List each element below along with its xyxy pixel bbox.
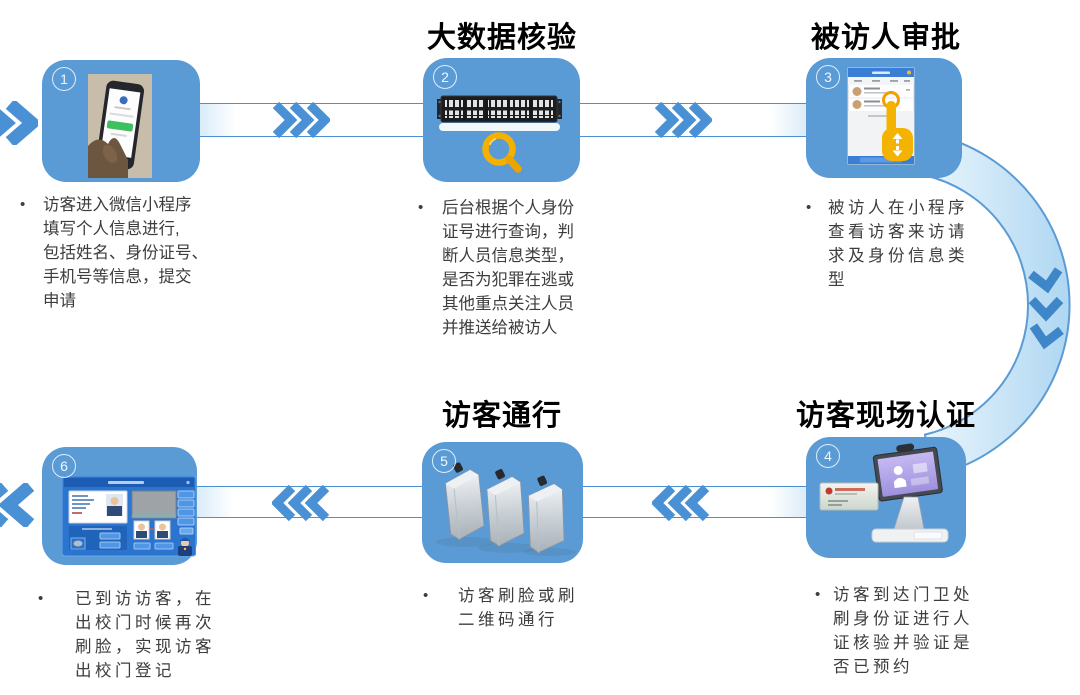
step1-number-badge: 1 [52, 67, 76, 91]
step1-card: 1 [42, 60, 200, 182]
step1-bullet: • [20, 196, 26, 213]
right-button-column [177, 490, 195, 535]
arrow-step1-step2-icon [272, 102, 330, 138]
network-switch-image [437, 95, 562, 173]
step5-description: 访客刷脸或刷二维码通行 [458, 587, 578, 629]
step5-title: 访客通行 [441, 400, 562, 432]
step5-card: 5 [422, 442, 583, 563]
step4-title: 访客现场认证 [795, 400, 976, 432]
face-thumbnails [133, 520, 171, 540]
step3-description: 被访人在小程序查看访客来访请求及身份信息类型 [828, 199, 968, 289]
step3-number-badge: 3 [816, 65, 840, 89]
police-mascot-icon [178, 538, 192, 556]
tap-hand-icon [882, 101, 913, 161]
id-card-image [819, 482, 879, 511]
camera-feed [131, 490, 177, 519]
step6-number-badge: 6 [52, 454, 76, 478]
edge-arrow-out-icon [0, 483, 35, 527]
step5-bullet: • [423, 587, 429, 604]
arrow-step2-step3-icon [654, 102, 712, 138]
arc-chevrons-down-icon [1028, 267, 1064, 350]
gate-3 [528, 475, 565, 553]
step4-card: 4 [806, 437, 966, 558]
step4-bullet: • [815, 586, 821, 603]
step4-number-badge: 4 [816, 444, 840, 468]
gate-2 [486, 469, 525, 547]
approval-app-screenshot [847, 67, 915, 165]
face-compare-screen-image [62, 476, 196, 557]
arrow-step4-step5-icon [652, 485, 710, 521]
step2-title: 大数据核验 [426, 22, 577, 54]
gate-1 [445, 462, 485, 540]
edge-arrow-in-icon [0, 101, 38, 145]
step3-card: 3 [806, 58, 962, 178]
step3-bullet: • [806, 199, 812, 216]
step2-card: 2 [423, 58, 580, 182]
step3-title: 被访人审批 [810, 22, 961, 54]
verification-terminal-image [819, 443, 949, 543]
step1-description: 访客进入微信小程序填写个人信息进行,包括姓名、身份证号、手机号等信息，提交申请 [43, 196, 208, 310]
terminal-monitor [872, 443, 943, 502]
step4-description: 访客到达门卫处刷身份证进行人证核验并验证是否已预约 [833, 586, 973, 676]
id-card-panel [68, 490, 128, 524]
step6-bullet: • [38, 590, 44, 607]
step6-description: 已到访访客，在出校门时候再次刷脸，实现访客出校门登记 [75, 590, 215, 680]
magnifier-icon [482, 132, 522, 173]
arrow-step5-step6-icon [272, 485, 330, 521]
turnstile-gates-image [436, 462, 576, 556]
phone-miniprogram-photo [88, 74, 152, 178]
step5-number-badge: 5 [432, 449, 456, 473]
step2-bullet: • [418, 199, 424, 216]
step2-number-badge: 2 [433, 65, 457, 89]
step6-card: 6 [42, 447, 197, 565]
step2-description: 后台根据个人身份证号进行查询，判断人员信息类型，是否为犯罪在逃或其他重点关注人员… [442, 199, 574, 337]
